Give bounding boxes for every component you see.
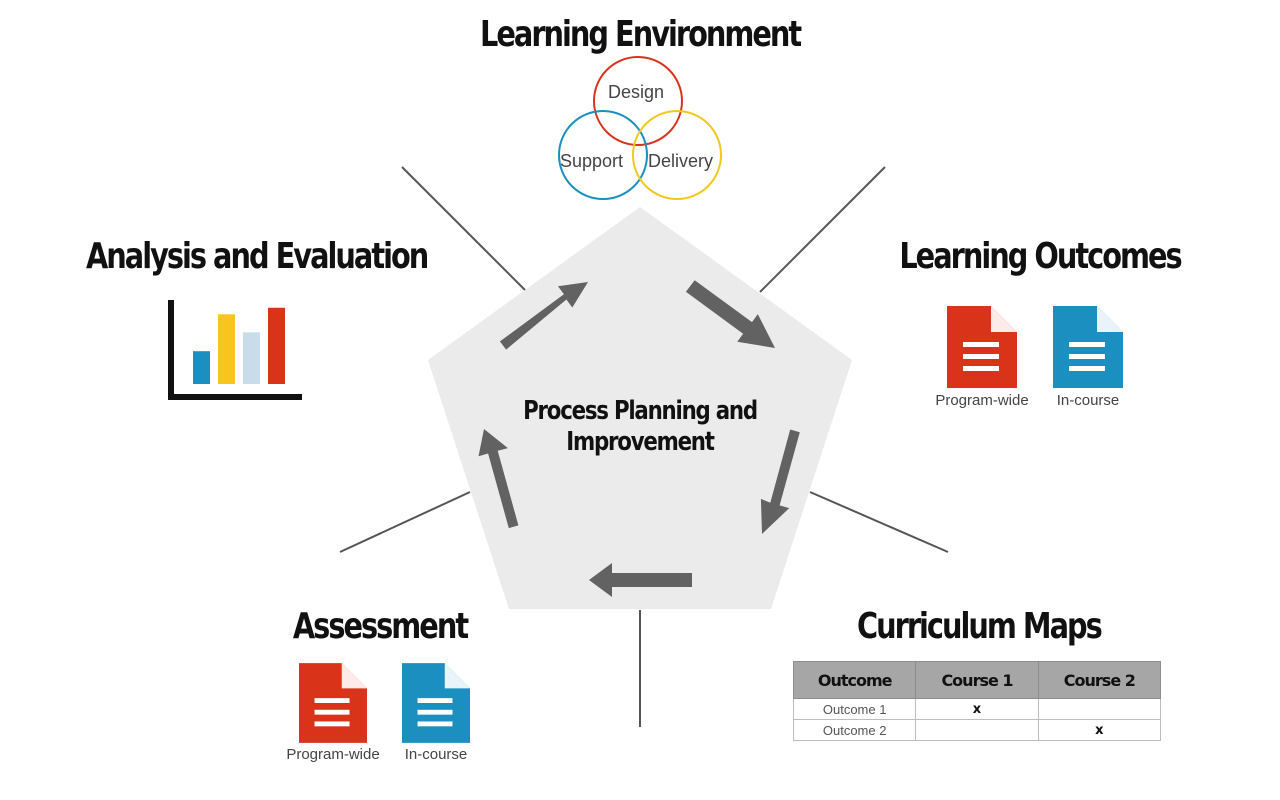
chart-axis-vertical <box>168 300 174 400</box>
table-cell <box>915 719 1039 741</box>
document-icon <box>299 663 367 743</box>
cycle-arrow-4 <box>478 429 519 529</box>
column-header: Course 2 <box>1037 661 1162 699</box>
table-cell: Outcome 2 <box>792 719 917 741</box>
venn-label-design: Design <box>608 82 665 102</box>
center-title-line2: Improvement <box>566 427 715 457</box>
chart-bars <box>193 307 285 384</box>
spokes <box>339 166 949 727</box>
learning-outcomes-title: Learning Outcomes <box>899 236 1182 277</box>
venn-label-support: Support <box>560 151 624 171</box>
analysis-evaluation-title: Analysis and Evaluation <box>86 236 429 277</box>
table-cell: Outcome 1 <box>792 698 917 720</box>
cycle-arrow-2 <box>760 429 800 534</box>
document-icon <box>947 306 1017 388</box>
table-cell <box>1037 698 1162 720</box>
venn-label-delivery: Delivery <box>648 151 714 171</box>
doc-label-program-wide: Program-wide <box>935 392 1029 409</box>
spoke-left <box>339 491 471 553</box>
table-row: Outcome 2 x <box>792 719 1162 741</box>
chart-bar <box>218 314 235 384</box>
table-row: Outcome 1 x <box>792 698 1162 720</box>
column-header: Outcome <box>792 661 917 699</box>
chart-bar <box>243 332 260 384</box>
cycle-arrows <box>478 280 800 597</box>
cycle-arrow-5 <box>499 282 588 350</box>
table-header-row: Outcome Course 1 Course 2 <box>792 661 1162 699</box>
table-cell: x <box>1037 719 1162 741</box>
assessment-title: Assessment <box>292 606 469 647</box>
chart-axis-horizontal <box>168 394 302 400</box>
chart-bar <box>268 307 285 384</box>
cycle-arrow-1 <box>685 280 775 348</box>
cycle-arrow-3 <box>589 563 692 597</box>
center-title-line1: Process Planning and <box>523 396 758 426</box>
document-icon <box>402 663 470 743</box>
process-pentagon <box>428 207 852 609</box>
doc-label-program-wide: Program-wide <box>286 746 380 763</box>
chart-bar <box>193 351 210 384</box>
spoke-top-right <box>759 166 886 293</box>
spoke-right <box>809 491 949 553</box>
spoke-top-left <box>401 166 526 291</box>
curriculum-maps-title: Curriculum Maps <box>857 606 1103 647</box>
doc-label-in-course: In-course <box>404 746 468 763</box>
bar-chart-icon <box>168 300 302 400</box>
center-title: Process Planning and Improvement <box>501 396 780 458</box>
doc-label-in-course: In-course <box>1056 392 1120 409</box>
document-icon <box>1053 306 1123 388</box>
curriculum-map-table: Outcome Course 1 Course 2 Outcome 1 x Ou… <box>792 661 1162 741</box>
column-header: Course 1 <box>915 661 1039 699</box>
learning-environment-title: Learning Environment <box>480 14 802 55</box>
table-cell: x <box>915 698 1039 720</box>
